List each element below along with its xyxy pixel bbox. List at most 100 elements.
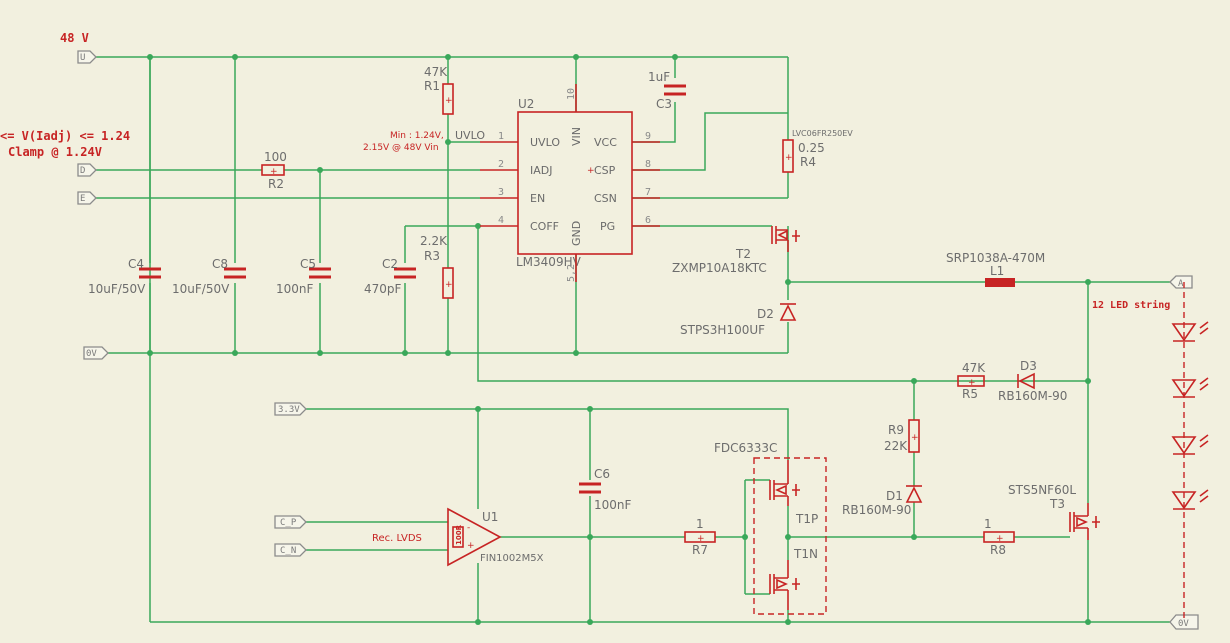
- port-cp: C_P: [274, 515, 307, 529]
- led-4: [1171, 489, 1209, 510]
- led-1: [1171, 321, 1209, 342]
- svg-text:+: +: [467, 541, 475, 551]
- u1-term-label: 100R: [455, 524, 463, 545]
- u2-pin4-num: 4: [498, 215, 504, 226]
- r3-value: 2.2K: [420, 234, 448, 248]
- svg-text:+: +: [697, 534, 705, 544]
- mosfet-t1n: T1N: [769, 547, 818, 610]
- rec-lvds-label: Rec. LVDS: [372, 533, 422, 544]
- u2-pin6-name: PG: [600, 220, 615, 233]
- port-e-label: E: [80, 194, 85, 204]
- u2-pin3-num: 3: [498, 187, 504, 198]
- ic-u2: U2 LM3409HV 1 UVLO 2 IADJ 3 EN 4 COFF 9 …: [480, 84, 660, 282]
- resistor-r5: + 47K R5: [957, 361, 986, 401]
- port-0v-bottom-label: 0V: [1178, 619, 1189, 629]
- port-0v-bottom: 0V: [1169, 614, 1199, 630]
- u2-pin8-name: CSP: [594, 164, 616, 177]
- u2-pin1-name: UVLO: [530, 136, 560, 149]
- uvlo-min-note: Min : 1.24V,: [390, 131, 444, 141]
- capacitor-c2: C2 470pF: [364, 257, 416, 296]
- t2-value: ZXMP10A18KTC: [672, 261, 767, 275]
- c2-value: 470pF: [364, 282, 402, 296]
- u2-pin9-name: VCC: [594, 136, 617, 149]
- u2-pin10-name: VIN: [570, 127, 583, 146]
- svg-text:+: +: [445, 280, 453, 290]
- c4-ref: C4: [128, 257, 144, 271]
- junction-dots: [147, 54, 1091, 625]
- iadj-range-note: <= V(Iadj) <= 1.24: [0, 129, 130, 143]
- diode-d3: D3 RB160M-90: [998, 359, 1067, 403]
- r5-value: 47K: [962, 361, 986, 375]
- u1-part: FIN1002M5X: [480, 553, 544, 564]
- u2-pin9-num: 9: [645, 131, 651, 142]
- c8-value: 10uF/50V: [172, 282, 230, 296]
- t3-ref: T3: [1049, 497, 1065, 511]
- csp-plus-mark: +: [587, 166, 595, 176]
- uvlo-net-label: UVLO: [455, 129, 485, 142]
- d3-value: RB160M-90: [998, 389, 1067, 403]
- port-a-label: A: [1178, 279, 1184, 289]
- port-cn: C_N: [274, 543, 307, 557]
- c3-ref: C3: [656, 97, 672, 111]
- svg-text:+: +: [996, 534, 1004, 544]
- t2-ref: T2: [735, 247, 751, 261]
- u1-ref: U1: [482, 510, 498, 524]
- u2-pin2-name: IADJ: [530, 164, 552, 177]
- u2-pin10-num: 10: [566, 88, 577, 100]
- l1-ref: L1: [990, 264, 1004, 278]
- t1n-label: T1N: [793, 547, 818, 561]
- d1-ref: D1: [886, 489, 903, 503]
- mosfet-t1p: T1P: [769, 460, 818, 526]
- u2-pin8-num: 8: [645, 159, 651, 170]
- c5-ref: C5: [300, 257, 316, 271]
- r4-part: LVC06FR250EV: [792, 129, 853, 138]
- c5-value: 100nF: [276, 282, 314, 296]
- u2-pin5-num: 5,2: [566, 264, 577, 282]
- port-0v-top-label: 0V: [86, 349, 97, 359]
- port-e: E: [77, 191, 97, 205]
- d2-value: STPS3H100UF: [680, 323, 765, 337]
- r4-value: 0.25: [798, 141, 825, 155]
- capacitor-c5: C5 100nF: [276, 257, 331, 296]
- u2-pin4-name: COFF: [530, 220, 559, 233]
- u2-pin7-num: 7: [645, 187, 651, 198]
- wires: [92, 56, 1170, 623]
- led-string-label: 12 LED string: [1092, 299, 1170, 311]
- resistor-r3: + 2.2K R3: [420, 234, 454, 299]
- clamp-note: Clamp @ 1.24V: [8, 145, 102, 159]
- r2-ref: R2: [268, 177, 284, 191]
- r3-ref: R3: [424, 249, 440, 263]
- led-2: [1171, 377, 1209, 398]
- led-string: [1171, 282, 1209, 622]
- u2-pin5-name: GND: [570, 221, 583, 246]
- u2-pin3-name: EN: [530, 192, 545, 205]
- svg-text:+: +: [785, 153, 793, 163]
- capacitor-c8: C8 10uF/50V: [172, 257, 246, 296]
- r4-ref: R4: [800, 155, 816, 169]
- svg-text:+: +: [270, 167, 278, 177]
- d1-value: RB160M-90: [842, 503, 911, 517]
- fdc-part: FDC6333C: [714, 441, 777, 455]
- mosfet-t3: STS5NF60L T3: [1008, 483, 1100, 540]
- resistor-r2: + 100 R2: [261, 150, 287, 191]
- u2-part: LM3409HV: [516, 255, 582, 269]
- led-3: [1171, 434, 1209, 455]
- c8-ref: C8: [212, 257, 228, 271]
- c4-value: 10uF/50V: [88, 282, 146, 296]
- t3-value: STS5NF60L: [1008, 483, 1076, 497]
- c6-value: 100nF: [594, 498, 632, 512]
- u2-pin7-name: CSN: [594, 192, 617, 205]
- u2-pin6-num: 6: [645, 215, 651, 226]
- l1-value: SRP1038A-470M: [946, 251, 1045, 265]
- mosfet-t2: T2 ZXMP10A18KTC: [672, 226, 800, 275]
- r7-ref: R7: [692, 543, 708, 557]
- d2-ref: D2: [757, 307, 774, 321]
- u2-pin1-num: 1: [498, 131, 504, 142]
- r9-value: 22K: [884, 439, 908, 453]
- resistor-r1: + 47K R1: [424, 65, 454, 115]
- port-d: D: [77, 163, 97, 177]
- port-3v3-label: 3.3V: [278, 405, 300, 415]
- r8-ref: R8: [990, 543, 1006, 557]
- port-cp-label: C_P: [280, 518, 297, 528]
